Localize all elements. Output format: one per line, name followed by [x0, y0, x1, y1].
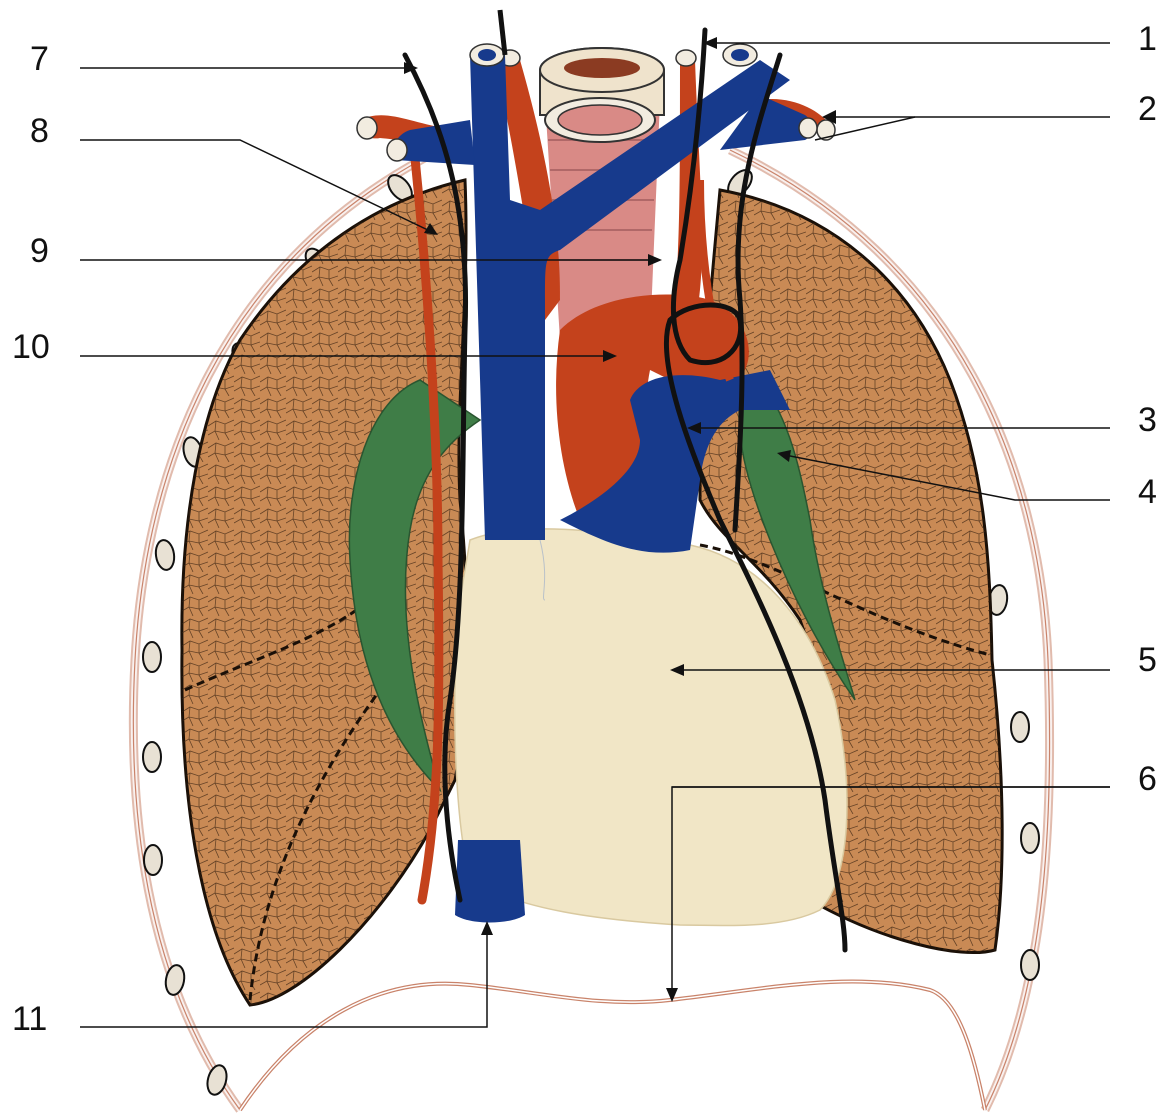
label-10: 10	[12, 330, 50, 364]
rib-section	[144, 845, 162, 875]
label-5: 5	[1138, 643, 1157, 677]
diaphragm	[240, 981, 985, 1110]
rib-section	[143, 742, 161, 772]
rib-section	[1021, 950, 1039, 980]
label-2: 2	[1138, 92, 1157, 126]
label-9: 9	[30, 234, 49, 268]
label-3: 3	[1138, 403, 1157, 437]
label-1: 1	[1138, 22, 1157, 56]
rib-section	[143, 642, 161, 672]
label-4: 4	[1138, 475, 1157, 509]
label-11: 11	[12, 1002, 47, 1036]
rib-section	[154, 539, 176, 571]
inferior-vena-cava	[455, 840, 525, 923]
label-6: 6	[1138, 762, 1157, 796]
label-7: 7	[30, 42, 49, 76]
rib-section	[1011, 712, 1029, 742]
label-8: 8	[30, 114, 49, 148]
rib-section	[1021, 823, 1039, 853]
